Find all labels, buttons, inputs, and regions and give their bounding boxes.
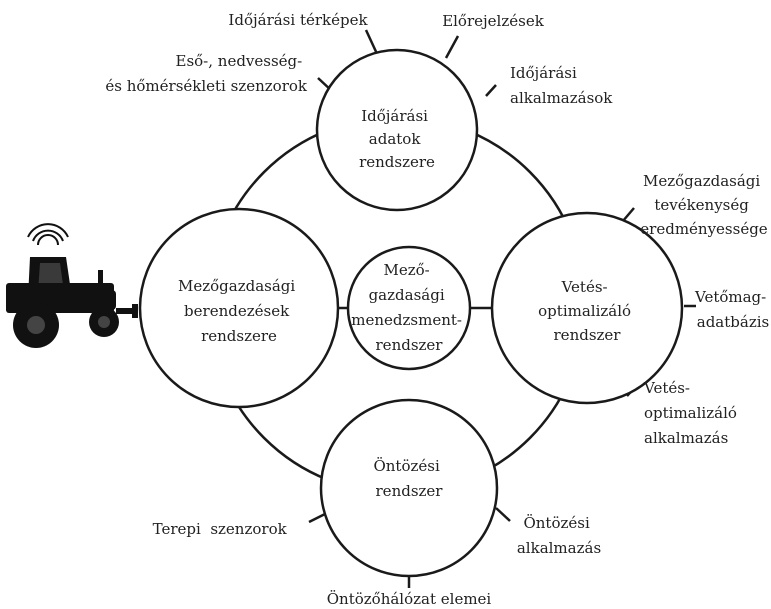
forecasts-label: Előrejelzések [442,12,545,30]
equipment-system-label: Mezőgazdasági berendezések rendszere [178,277,300,345]
sowing-app-label: Vetés- optimalizáló alkalmazás [643,379,742,447]
sowing-system-node [490,211,684,405]
sowing-system-label: Vetés- optimalizáló rendszer [538,278,636,344]
weather-maps-label: Időjárási térképek [228,11,368,29]
weather-system-label: Időjárási adatok rendszere [359,107,435,171]
management-system-node [346,245,472,371]
seed-database-label: Vetőmag- adatbázis [694,288,771,331]
sensors-label: Eső-, nedvesség- és hőmérsékleti szenzor… [105,52,308,95]
farm-efficiency-label: Mezőgazdasági tevékenység eredményessége [640,172,768,238]
weather-system-node [315,48,479,212]
field-sensors-label: Terepi szenzorok [0,0,301,538]
irrigation-system-node [319,398,499,578]
irrigation-app-label: Öntözési alkalmazás [517,514,601,557]
irrigation-system-label: Öntözési rendszer [373,457,444,500]
irrigation-network-label: Öntözőhálózat elemei [327,590,492,608]
wifi-signal-icon [27,223,69,246]
management-system-label: Mező- gazdasági menedzsment- rendszer [351,261,466,354]
equipment-system-node [138,207,340,409]
tractor-icon [6,223,138,348]
weather-apps-label: Időjárási alkalmazások [510,64,613,107]
